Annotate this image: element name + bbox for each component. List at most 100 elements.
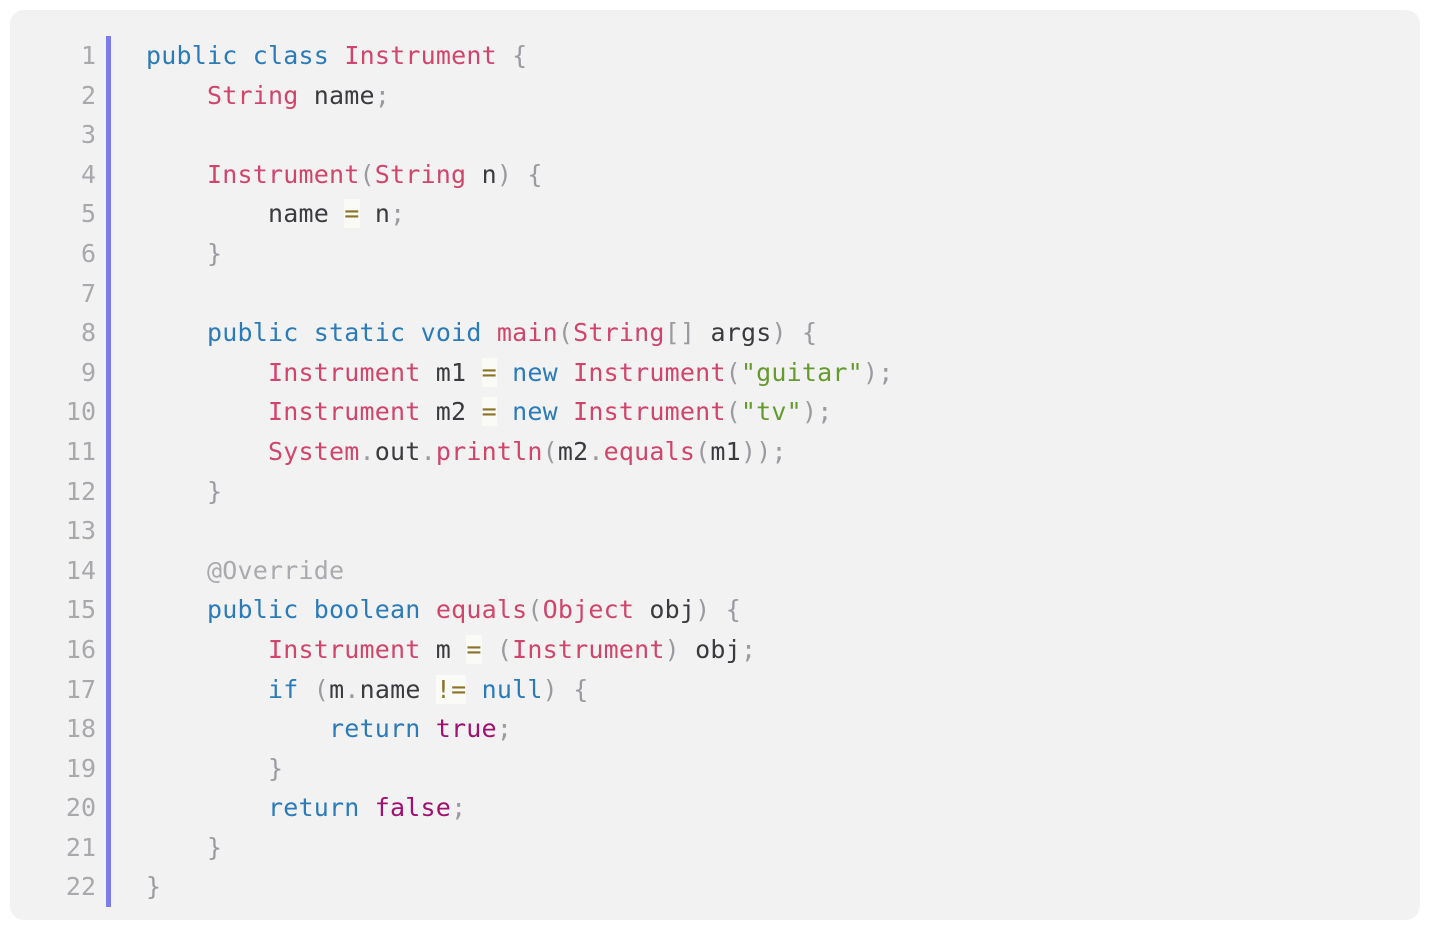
token-plain xyxy=(146,556,207,585)
token-plain xyxy=(299,81,314,110)
code-line[interactable]: 18 return true; xyxy=(10,709,1420,749)
gutter-divider-bar xyxy=(106,273,112,314)
token-punc: } xyxy=(268,753,284,783)
code-line[interactable]: 7 xyxy=(10,273,1420,314)
token-plain xyxy=(146,833,207,862)
code-line[interactable]: 16 Instrument m = (Instrument) obj; xyxy=(10,629,1420,670)
token-plain xyxy=(360,793,375,822)
token-punc: ( xyxy=(313,674,330,704)
gutter-divider-bar xyxy=(106,194,112,234)
token-plain xyxy=(329,41,344,70)
token-plain xyxy=(497,41,512,70)
code-line-content[interactable]: if (m.name != null) { xyxy=(112,670,1420,710)
token-plain xyxy=(360,199,375,228)
code-line[interactable]: 22} xyxy=(10,867,1420,908)
code-line-content[interactable]: @Override xyxy=(112,551,1420,591)
code-line[interactable]: 14 @Override xyxy=(10,550,1420,591)
token-type: Instrument xyxy=(268,397,421,427)
code-line-content[interactable]: name = n; xyxy=(112,194,1420,234)
token-plain: n xyxy=(374,199,391,229)
token-kw: static xyxy=(313,318,406,348)
token-punc: } xyxy=(207,476,223,506)
token-plain xyxy=(482,318,497,347)
line-number: 18 xyxy=(65,714,96,744)
token-plain xyxy=(710,595,725,624)
token-plain: args xyxy=(710,318,772,348)
code-line-content[interactable]: Instrument m1 = new Instrument("guitar")… xyxy=(112,353,1420,393)
token-kw: return xyxy=(329,714,421,744)
token-plain xyxy=(146,160,207,189)
token-kw: null xyxy=(481,674,543,704)
code-line[interactable]: 2 String name; xyxy=(10,75,1420,116)
code-line-content[interactable]: String name; xyxy=(112,76,1420,116)
token-fn: main xyxy=(496,318,558,348)
token-op: = xyxy=(466,634,482,664)
token-type: String xyxy=(374,159,467,189)
line-number: 12 xyxy=(65,476,96,506)
token-punc: } xyxy=(207,832,223,862)
code-line-content[interactable]: } xyxy=(112,234,1420,274)
code-line-content[interactable]: Instrument m = (Instrument) obj; xyxy=(112,630,1420,670)
code-line-content[interactable]: } xyxy=(112,828,1420,868)
code-line-content[interactable]: public static void main(String[] args) { xyxy=(112,313,1420,353)
token-plain xyxy=(634,595,649,624)
code-line-content[interactable]: } xyxy=(112,867,1420,907)
code-line[interactable]: 13 xyxy=(10,511,1420,551)
code-line[interactable]: 9 Instrument m1 = new Instrument("guitar… xyxy=(10,352,1420,393)
code-line[interactable]: 11 System.out.println(m2.equals(m1)); xyxy=(10,431,1420,472)
code-line[interactable]: 8 public static void main(String[] args)… xyxy=(10,313,1420,353)
gutter-divider-bar xyxy=(106,75,112,116)
token-plain xyxy=(421,595,436,624)
code-line-content[interactable] xyxy=(112,115,1420,155)
code-line-content[interactable] xyxy=(112,511,1420,551)
line-number: 15 xyxy=(65,595,96,625)
token-type: Instrument xyxy=(344,41,497,70)
code-line[interactable]: 19 } xyxy=(10,748,1420,789)
code-line-content[interactable]: public class Instrument { xyxy=(112,36,1420,76)
token-punc: { xyxy=(801,318,818,348)
token-plain xyxy=(299,318,314,347)
token-plain xyxy=(146,595,207,624)
code-line[interactable]: 4 Instrument(String n) { xyxy=(10,154,1420,195)
token-op: != xyxy=(435,674,467,704)
code-line[interactable]: 6 } xyxy=(10,233,1420,274)
code-line-content[interactable]: } xyxy=(112,472,1420,512)
code-line-content[interactable]: Instrument m2 = new Instrument("tv"); xyxy=(112,392,1420,432)
line-number: 5 xyxy=(80,199,96,229)
code-line-content[interactable] xyxy=(112,274,1420,314)
code-line[interactable]: 21 } xyxy=(10,827,1420,868)
gutter-divider-bar xyxy=(106,669,112,710)
line-number: 17 xyxy=(65,674,96,704)
code-line-content[interactable]: System.out.println(m2.equals(m1)); xyxy=(112,432,1420,472)
code-line[interactable]: 10 Instrument m2 = new Instrument("tv"); xyxy=(10,392,1420,432)
code-line-content[interactable]: return false; xyxy=(112,788,1420,828)
code-line-content[interactable]: Instrument(String n) { xyxy=(112,155,1420,195)
gutter-divider-bar xyxy=(106,867,112,908)
line-number: 13 xyxy=(65,516,96,546)
token-type: String xyxy=(573,318,665,348)
token-punc: ; xyxy=(390,199,406,229)
token-plain xyxy=(512,160,527,189)
token-kw: public xyxy=(207,318,299,348)
token-plain xyxy=(146,358,268,387)
code-line[interactable]: 3 xyxy=(10,115,1420,155)
code-line[interactable]: 20 return false; xyxy=(10,788,1420,828)
code-line[interactable]: 12 } xyxy=(10,471,1420,512)
token-plain xyxy=(146,199,268,228)
token-plain xyxy=(299,675,314,704)
token-op: = xyxy=(481,397,497,427)
code-line-content[interactable]: return true; xyxy=(112,709,1420,749)
token-punc: ) xyxy=(542,674,558,704)
code-line[interactable]: 17 if (m.name != null) { xyxy=(10,669,1420,710)
token-punc: { xyxy=(573,674,589,704)
token-plain: m2 xyxy=(557,436,589,466)
token-punc: { xyxy=(512,41,528,70)
code-line-content[interactable]: } xyxy=(112,749,1420,789)
gutter-divider-bar xyxy=(106,629,112,670)
code-line[interactable]: 5 name = n; xyxy=(10,194,1420,234)
code-line-content[interactable]: public boolean equals(Object obj) { xyxy=(112,590,1420,630)
code-line[interactable]: 15 public boolean equals(Object obj) { xyxy=(10,590,1420,630)
